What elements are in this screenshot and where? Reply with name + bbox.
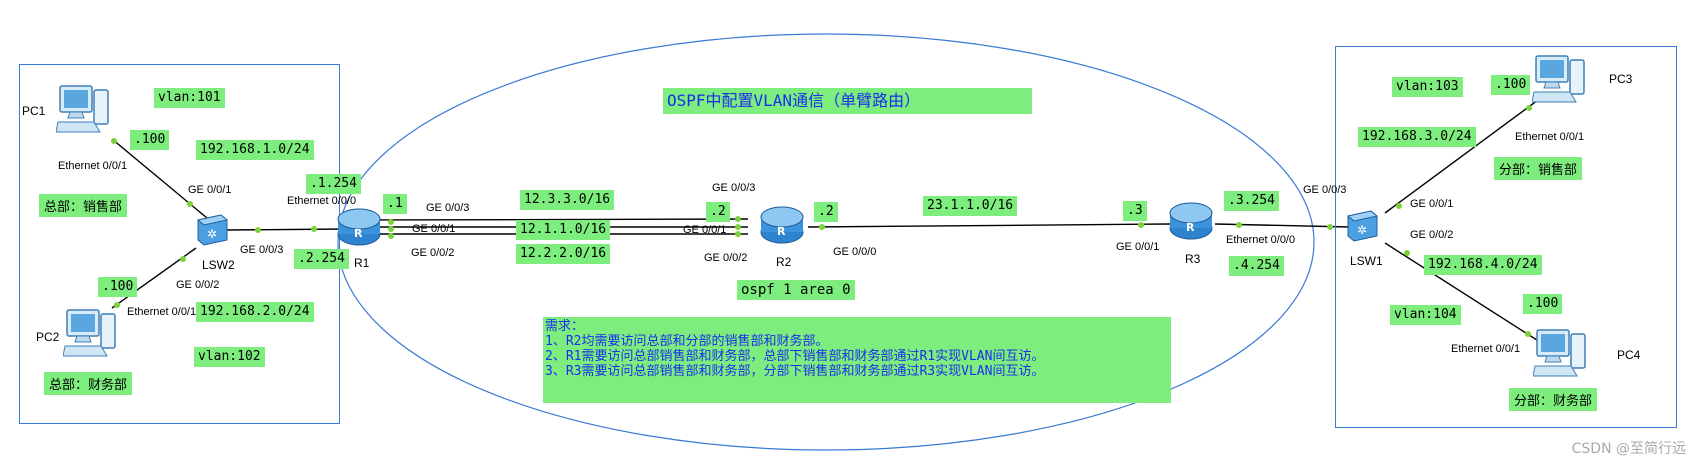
net-192-168-3-tag: 192.168.3.0/24 [1358,127,1476,147]
pc3-ip-tag: .100 [1491,75,1531,95]
svg-text:R: R [777,225,786,238]
lsw1-ge3-label: GE 0/0/3 [1303,184,1347,196]
net-12-1-1-tag: 12.1.1.0/16 [516,220,611,240]
pc3-label: PC3 [1609,72,1633,86]
net-12-3-3-tag: 12.3.3.0/16 [520,190,615,210]
r1-ip-tag: .1 [383,194,407,214]
ospf-area-label: ospf 1 area 0 [737,280,855,300]
pc3-port-label: Ethernet 0/0/1 [1515,131,1585,143]
net-192-168-4-tag: 192.168.4.0/24 [1424,255,1542,275]
r3-ip-tag: .3 [1123,201,1147,221]
lsw2-ge3-label: GE 0/0/3 [240,244,284,256]
svg-text:R: R [1186,221,1195,234]
lsw2-label: LSW2 [202,258,235,272]
r1-eth-label: Ethernet 0/0/0 [287,195,357,207]
lsw1-ge1-label: GE 0/0/1 [1410,198,1454,210]
pc1-label: PC1 [22,104,46,118]
requirements-heading: 需求： [545,319,585,334]
requirement-2: 2、R1需要访问总部销售部和财务部，总部下销售部和财务部通过R1实现VLAN间互… [545,349,1045,364]
pc3-computer-icon[interactable] [1532,52,1588,106]
r1-router-icon[interactable]: R [336,206,382,248]
r2-label: R2 [776,255,792,269]
lsw1-switch-icon[interactable]: ✲ [1345,208,1379,244]
pc4-port-label: Ethernet 0/0/1 [1451,343,1521,355]
pc4-computer-icon[interactable] [1533,326,1589,380]
r2-left-ip-tag: .2 [706,202,730,222]
lsw1-label: LSW1 [1350,254,1383,268]
net-23-1-1-tag: 23.1.1.0/16 [923,196,1018,216]
r2-ge2-label: GE 0/0/2 [704,252,748,264]
branch-sales-tag: 分部：销售部 [1494,157,1583,180]
net-192-168-2-tag: 192.168.2.0/24 [196,302,314,322]
r3-sub2-tag: .4.254 [1229,256,1284,276]
vlan103-tag: vlan:103 [1392,77,1463,97]
r3-router-icon[interactable]: R [1168,200,1214,242]
lsw2-switch-icon[interactable]: ✲ [195,212,229,248]
link-lsw1-pc4 [1384,242,1541,343]
vlan101-tag: vlan:101 [154,88,225,108]
r3-eth-label: Ethernet 0/0/0 [1226,234,1296,246]
lsw2-ge1-label: GE 0/0/1 [188,184,232,196]
r3-sub1-tag: .3.254 [1224,191,1279,211]
branch-box [1335,46,1677,428]
requirement-3: 3、R3需要访问总部销售部和财务部，分部下销售部和财务部通过R3实现VLAN间互… [545,364,1045,379]
r2-router-icon[interactable]: R [759,204,805,246]
requirement-1: 1、R2均需要访问总部和分部的销售部和财务部。 [545,334,829,349]
watermark: CSDN @至简行远 [1571,441,1686,457]
r1-sub2-tag: .2.254 [294,249,349,269]
r1-ge1-label: GE 0/0/1 [412,223,456,235]
net-12-2-2-tag: 12.2.2.0/16 [516,244,611,264]
r1-ge3-label: GE 0/0/3 [426,202,470,214]
hq-finance-tag: 总部：财务部 [44,372,133,395]
link-lsw2-r1 [225,228,346,231]
svg-text:R: R [354,227,363,240]
pc1-computer-icon[interactable] [56,82,112,136]
r2-ge0-label: GE 0/0/0 [833,246,877,258]
pc4-label: PC4 [1617,348,1641,362]
r2-right-ip-tag: .2 [814,202,838,222]
link-lsw1-pc3 [1384,99,1539,214]
requirements-box: 需求： 1、R2均需要访问总部和分部的销售部和财务部。 2、R1需要访问总部销售… [543,317,1171,403]
r2-ge3-label: GE 0/0/3 [712,182,756,194]
pc2-computer-icon[interactable] [63,306,119,360]
pc1-port-label: Ethernet 0/0/1 [58,160,128,172]
r3-ge1-label: GE 0/0/1 [1116,241,1160,253]
diagram-title: OSPF中配置VLAN通信（单臂路由） [663,88,1032,114]
r1-sub1-tag: .1.254 [306,174,361,194]
headquarters-box [19,64,340,424]
vlan102-tag: vlan:102 [194,347,265,367]
lsw1-ge2-label: GE 0/0/2 [1410,229,1454,241]
net-192-168-1-tag: 192.168.1.0/24 [196,140,314,160]
svg-text:✲: ✲ [1357,223,1367,237]
pc2-ip-tag: .100 [98,277,138,297]
link-r2-r3 [807,223,1171,228]
lsw2-ge2-label: GE 0/0/2 [176,279,220,291]
r1-ge2-label: GE 0/0/2 [411,247,455,259]
r2-ge1-label: GE 0/0/1 [683,224,727,236]
r1-label: R1 [354,256,370,270]
pc4-ip-tag: .100 [1523,294,1563,314]
pc2-port-label: Ethernet 0/0/1 [127,306,197,318]
svg-text:✲: ✲ [207,227,217,241]
vlan104-tag: vlan:104 [1390,305,1461,325]
pc2-label: PC2 [36,330,60,344]
hq-sales-tag: 总部：销售部 [39,194,128,217]
branch-finance-tag: 分部：财务部 [1509,388,1598,411]
r3-label: R3 [1185,252,1201,266]
port-dots [111,105,1532,337]
link-r1-r2-a [374,218,749,221]
ospf-area-ellipse [337,33,1315,451]
pc1-ip-tag: .100 [130,130,170,150]
